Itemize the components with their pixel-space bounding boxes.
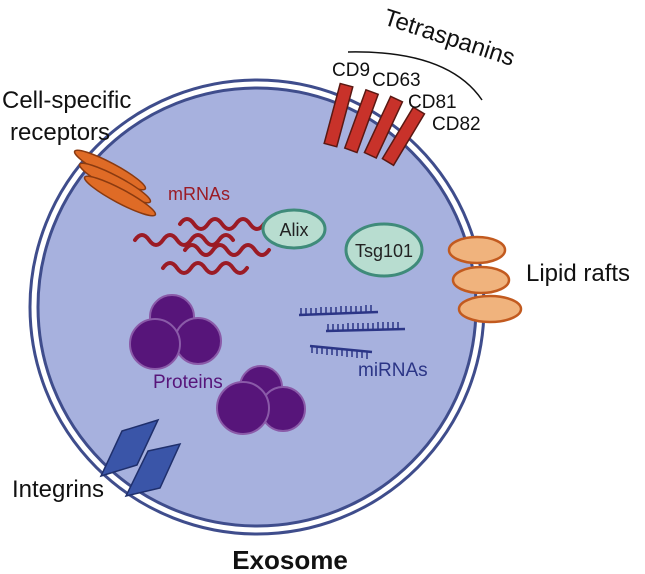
mirnas-label: miRNAs (358, 360, 428, 381)
cell-specific-receptors (73, 149, 157, 217)
integrins-label: Integrins (12, 476, 104, 503)
tsg101-label: Tsg101 (355, 241, 413, 261)
tetraspanin-cd81 (363, 95, 404, 160)
cd82-label: CD82 (432, 114, 481, 135)
mrna-strands (133, 217, 271, 275)
tetraspanin-cd9 (323, 82, 354, 148)
lipid-rafts-label: Lipid rafts (526, 260, 630, 287)
tetraspanin-cd82 (381, 106, 426, 167)
receptors-label-line1: Cell-specific (2, 87, 131, 114)
mrnas-label: mRNAs (168, 184, 230, 204)
cd81-label: CD81 (408, 92, 457, 113)
alix-label: Alix (279, 220, 308, 240)
cd9-label: CD9 (332, 60, 370, 81)
exosome-membrane (28, 78, 486, 536)
diagram-title: Exosome (232, 545, 348, 574)
lipid-rafts (447, 235, 523, 324)
tetraspanin-cd63 (343, 88, 380, 154)
proteins-label: Proteins (153, 372, 223, 393)
cd63-label: CD63 (372, 70, 421, 91)
receptors-label-line2: receptors (10, 119, 110, 146)
integrins (99, 418, 182, 498)
tetraspanin-proteins (323, 82, 426, 167)
mirna-strands (298, 305, 406, 359)
tsg101-protein (344, 222, 424, 278)
protein-cluster-2 (216, 365, 306, 435)
tetraspanins-label: Tetraspanins (380, 4, 518, 72)
alix-protein (261, 208, 327, 250)
protein-cluster-1 (129, 294, 222, 370)
tetraspanins-arc (347, 51, 483, 101)
